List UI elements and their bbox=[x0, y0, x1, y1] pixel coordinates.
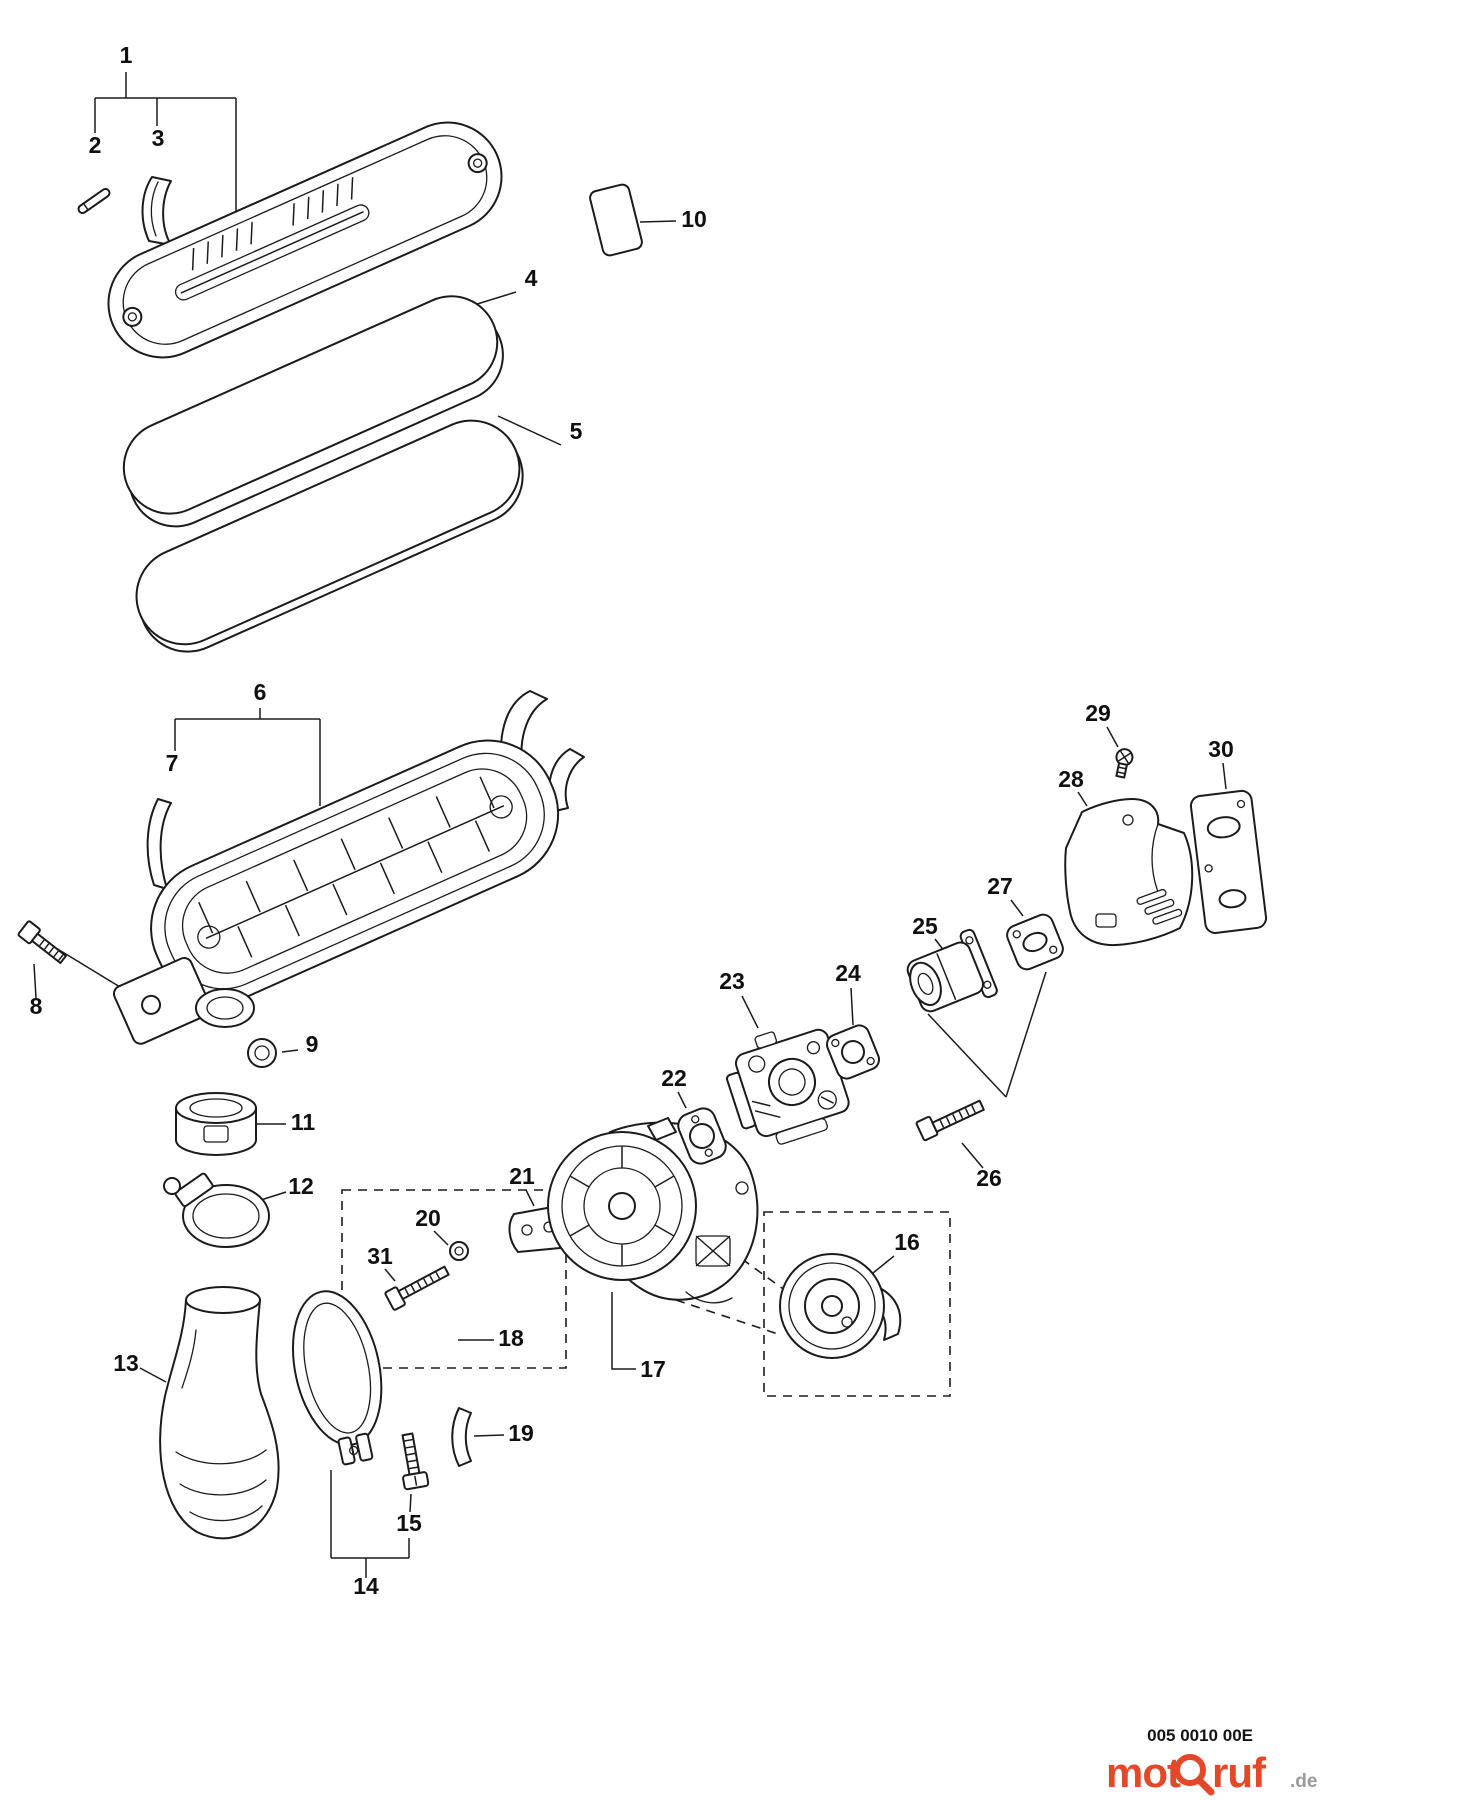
label-22: 22 bbox=[661, 1065, 687, 1091]
magnifier-icon bbox=[1174, 1754, 1215, 1796]
bracket-group-14 bbox=[330, 1470, 410, 1578]
part-14-tube-clamp bbox=[292, 1290, 383, 1466]
label-31: 31 bbox=[367, 1243, 393, 1269]
label-18: 18 bbox=[498, 1325, 524, 1351]
watermark-text-post: ruf bbox=[1212, 1749, 1267, 1796]
label-6: 6 bbox=[254, 679, 267, 705]
label-10: 10 bbox=[681, 206, 707, 232]
part-10-plate bbox=[589, 183, 643, 257]
part-5-filter-element bbox=[135, 419, 524, 653]
dashed-connector-lines bbox=[675, 1239, 791, 1335]
diagram-part-code: 005 0010 00E bbox=[1147, 1726, 1253, 1745]
base-mount-flange bbox=[112, 957, 212, 1045]
part-11-intake-collar bbox=[175, 1092, 257, 1156]
label-14: 14 bbox=[353, 1573, 379, 1599]
label-5: 5 bbox=[570, 418, 583, 444]
part-31-screw bbox=[384, 1265, 450, 1311]
dashed-box-16 bbox=[763, 1211, 951, 1397]
part-8-bolt bbox=[17, 920, 67, 965]
part-17-fan-housing bbox=[547, 1117, 759, 1304]
label-21: 21 bbox=[509, 1163, 535, 1189]
part-25-insulator bbox=[906, 928, 998, 1013]
label-30: 30 bbox=[1208, 736, 1234, 762]
watermark-text-pre: mot bbox=[1106, 1749, 1181, 1796]
part-22-gasket bbox=[677, 1107, 727, 1165]
part-6-air-filter-base bbox=[112, 690, 585, 1045]
label-7: 7 bbox=[166, 750, 179, 776]
label-17: 17 bbox=[640, 1356, 666, 1382]
label-23: 23 bbox=[719, 968, 745, 994]
label-3: 3 bbox=[152, 125, 165, 151]
part-16-fan-pulley bbox=[779, 1253, 902, 1359]
part-20-washer bbox=[449, 1241, 469, 1261]
bracket-group-1 bbox=[94, 72, 237, 216]
part-23-carburetor bbox=[725, 1028, 850, 1145]
label-11: 11 bbox=[291, 1109, 316, 1135]
label-16: 16 bbox=[894, 1229, 920, 1255]
label-24: 24 bbox=[835, 960, 861, 986]
label-4: 4 bbox=[525, 265, 538, 291]
part-28-muffler-shield bbox=[1064, 798, 1194, 947]
footer: 005 0010 00E mot ruf .de bbox=[1106, 1726, 1317, 1796]
part-12-hose-clamp bbox=[163, 1172, 270, 1248]
label-15: 15 bbox=[396, 1510, 422, 1536]
label-20: 20 bbox=[415, 1205, 441, 1231]
part-2-pin bbox=[77, 187, 111, 215]
part-7-clip bbox=[146, 798, 172, 890]
part-3-clip bbox=[141, 176, 172, 246]
label-9: 9 bbox=[306, 1031, 319, 1057]
part-13-intake-elbow bbox=[159, 1286, 280, 1540]
label-26: 26 bbox=[976, 1165, 1002, 1191]
label-12: 12 bbox=[288, 1173, 314, 1199]
part-15-clamp-screw bbox=[401, 1432, 430, 1491]
watermark-tld: .de bbox=[1290, 1771, 1317, 1792]
label-8: 8 bbox=[30, 993, 43, 1019]
part-29-screw bbox=[1115, 748, 1134, 779]
label-1: 1 bbox=[120, 42, 133, 68]
dashed-box-18 bbox=[341, 1189, 567, 1369]
bracket-group-6 bbox=[174, 708, 321, 806]
part-labels: 1 2 3 4 5 6 7 8 9 10 11 12 13 14 15 16 1… bbox=[30, 42, 1234, 1599]
part-9-nut bbox=[247, 1038, 277, 1068]
label-27: 27 bbox=[987, 873, 1013, 899]
part-1-air-filter-cover bbox=[107, 121, 503, 359]
base-outlet-stub bbox=[195, 988, 255, 1028]
part-26-bolt bbox=[915, 1099, 985, 1142]
label-13: 13 bbox=[113, 1350, 139, 1376]
part-4-filter-element bbox=[122, 295, 504, 528]
leader-lines bbox=[33, 220, 1227, 1513]
label-2: 2 bbox=[89, 132, 102, 158]
part-24-gasket bbox=[826, 1024, 880, 1080]
label-28: 28 bbox=[1058, 766, 1084, 792]
part-19-curved-spacer bbox=[451, 1407, 472, 1467]
part-30-plate-gasket bbox=[1189, 789, 1268, 934]
part-27-gasket bbox=[1006, 913, 1064, 971]
label-25: 25 bbox=[912, 913, 938, 939]
label-19: 19 bbox=[508, 1420, 534, 1446]
label-29: 29 bbox=[1085, 700, 1111, 726]
